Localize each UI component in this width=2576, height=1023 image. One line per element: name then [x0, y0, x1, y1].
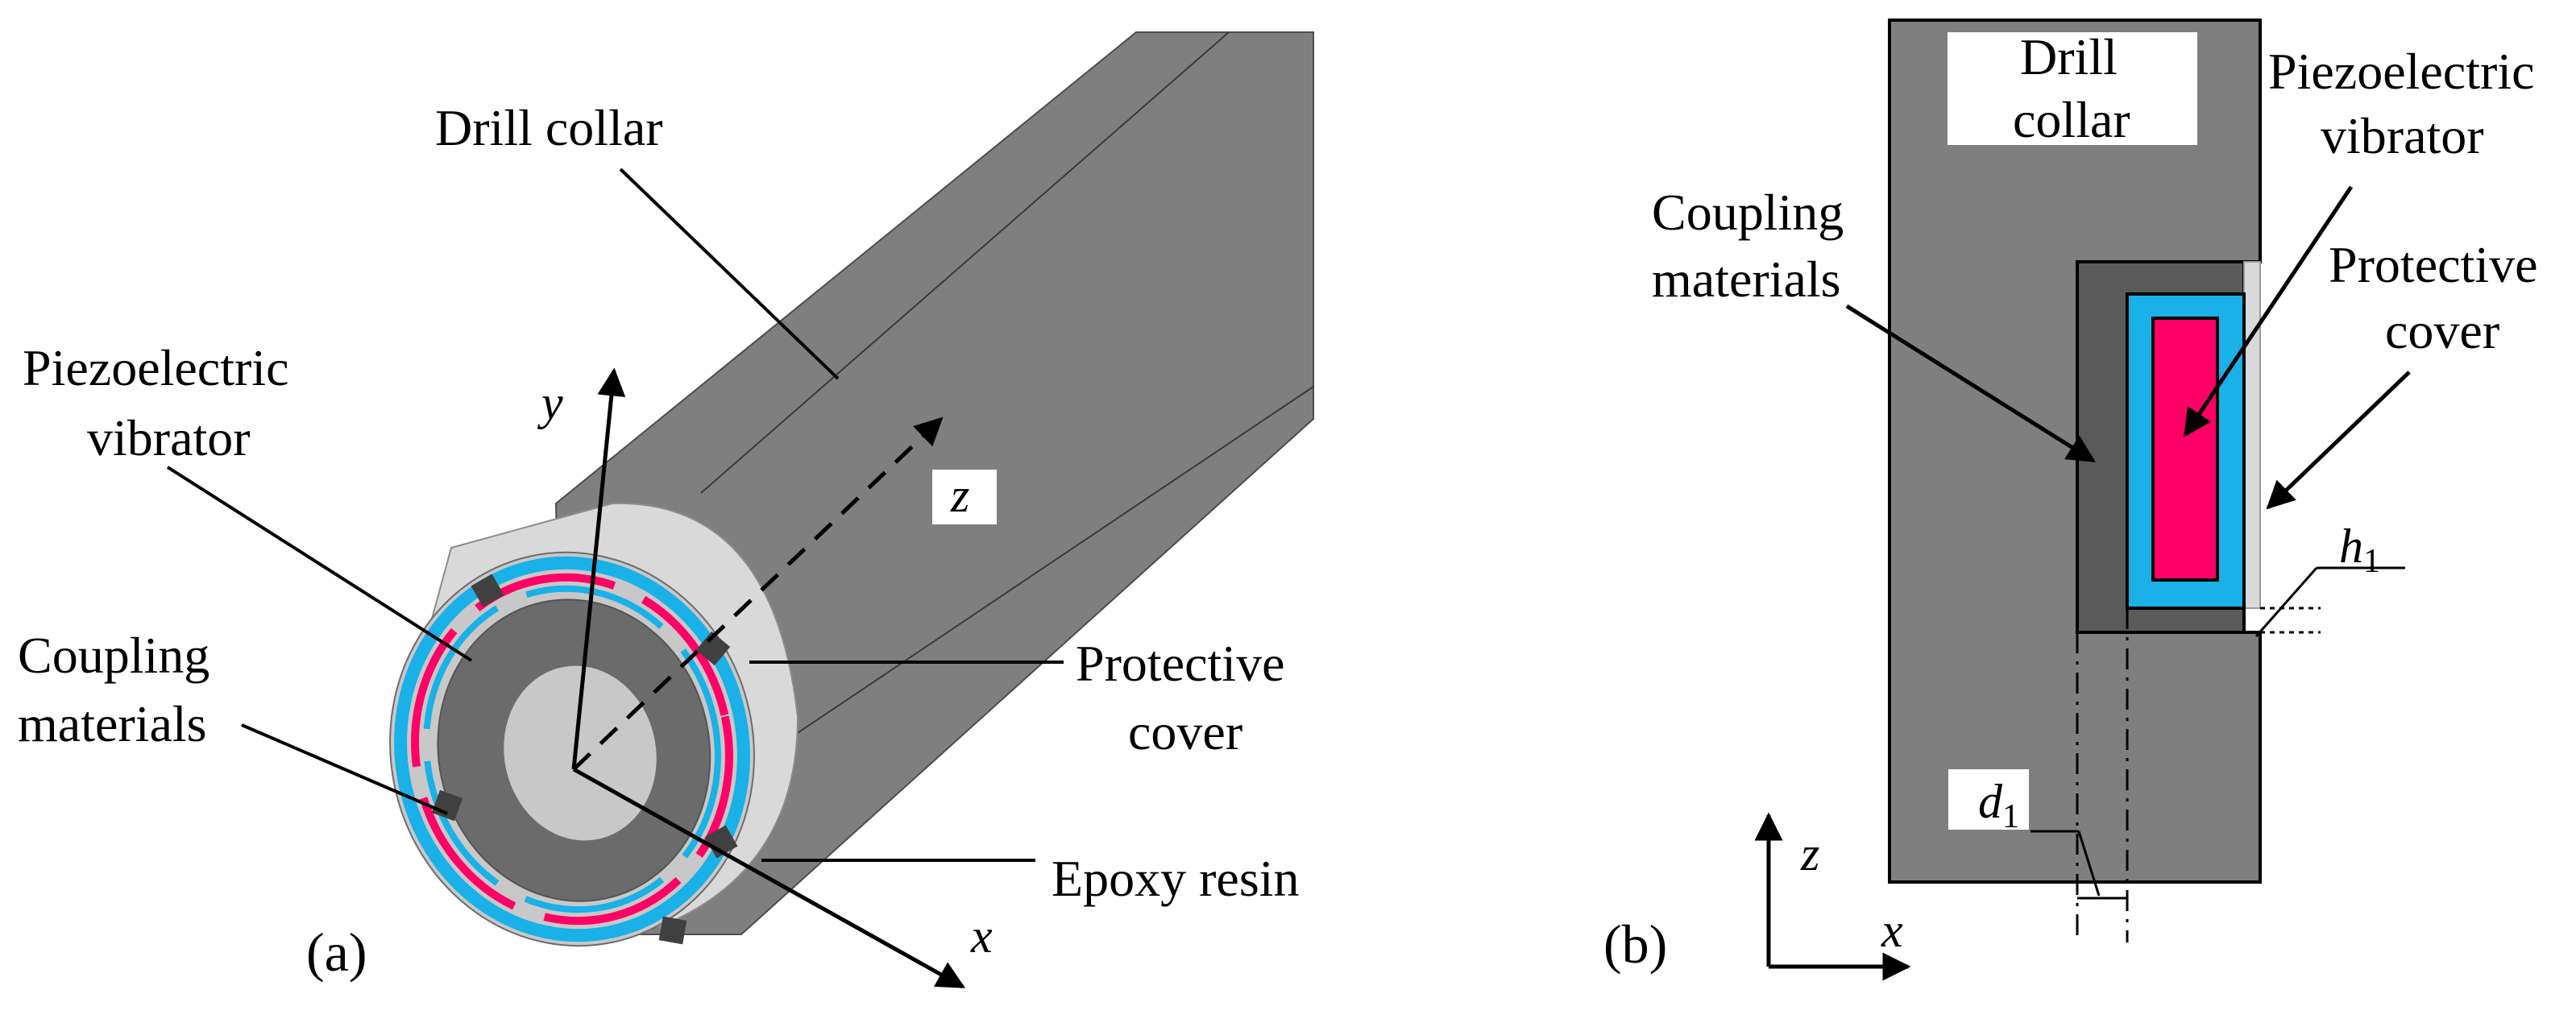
label-coupling-line2-b: materials	[1652, 251, 1841, 308]
label-piezo-line1-a: Piezoelectric	[23, 339, 288, 396]
label-coupling-line1-b: Coupling	[1652, 184, 1844, 241]
piezo-vibrator-section	[2151, 317, 2219, 582]
x-axis-arrow	[572, 767, 966, 989]
axis-label-z: z	[950, 469, 969, 522]
axis-label-x: x	[970, 909, 993, 963]
axis-label-z-box	[932, 470, 997, 524]
leader-coupling-b	[1845, 304, 2096, 463]
leader-piezo-a	[166, 466, 473, 662]
label-piezo-line2-b: vibrator	[2321, 107, 2484, 164]
label-epoxy-resin: Epoxy resin	[1052, 850, 1300, 907]
label-coupling-line1-a: Coupling	[18, 627, 209, 684]
label-protective-line1-b: Protective	[2329, 236, 2537, 293]
label-protective-line2-a: cover	[1128, 703, 1242, 760]
y-axis-arrow	[571, 367, 626, 770]
axis-label-y: y	[537, 376, 563, 429]
panel-label-b: (b)	[1603, 913, 1667, 975]
label-drill-line1-b: Drill	[2020, 28, 2118, 85]
leader-piezo-b	[2183, 185, 2354, 437]
label-protective-line1-a: Protective	[1076, 635, 1284, 692]
label-piezo-line1-b: Piezoelectric	[2268, 43, 2534, 100]
label-protective-line2-b: cover	[2385, 302, 2499, 359]
protective-cover-section	[2243, 261, 2261, 609]
label-d1: d1	[1978, 775, 2019, 835]
axis-label-x-b: x	[1881, 904, 1903, 957]
label-piezo-line2-a: vibrator	[87, 409, 251, 466]
panel-a: y z x Drill collar Piezoelectric vibrato…	[18, 31, 1314, 989]
label-h1: h1	[2339, 520, 2380, 580]
label-drill-line2-b: collar	[2013, 91, 2130, 148]
label-coupling-line2-a: materials	[18, 695, 207, 752]
panel-b: Drill collar Coupling materials Piezoele…	[1603, 19, 2537, 981]
d1-label-box	[1948, 769, 2029, 830]
leader-protective-b	[2266, 371, 2411, 510]
leader-coupling-a	[241, 723, 448, 815]
panel-label-a: (a)	[306, 922, 367, 983]
z-axis-arrow	[572, 416, 944, 771]
leader-drill-collar	[619, 168, 840, 380]
axis-label-z-b: z	[1800, 827, 1819, 880]
drill-collar-label-box	[1948, 32, 2197, 145]
label-drill-collar: Drill collar	[435, 99, 663, 156]
